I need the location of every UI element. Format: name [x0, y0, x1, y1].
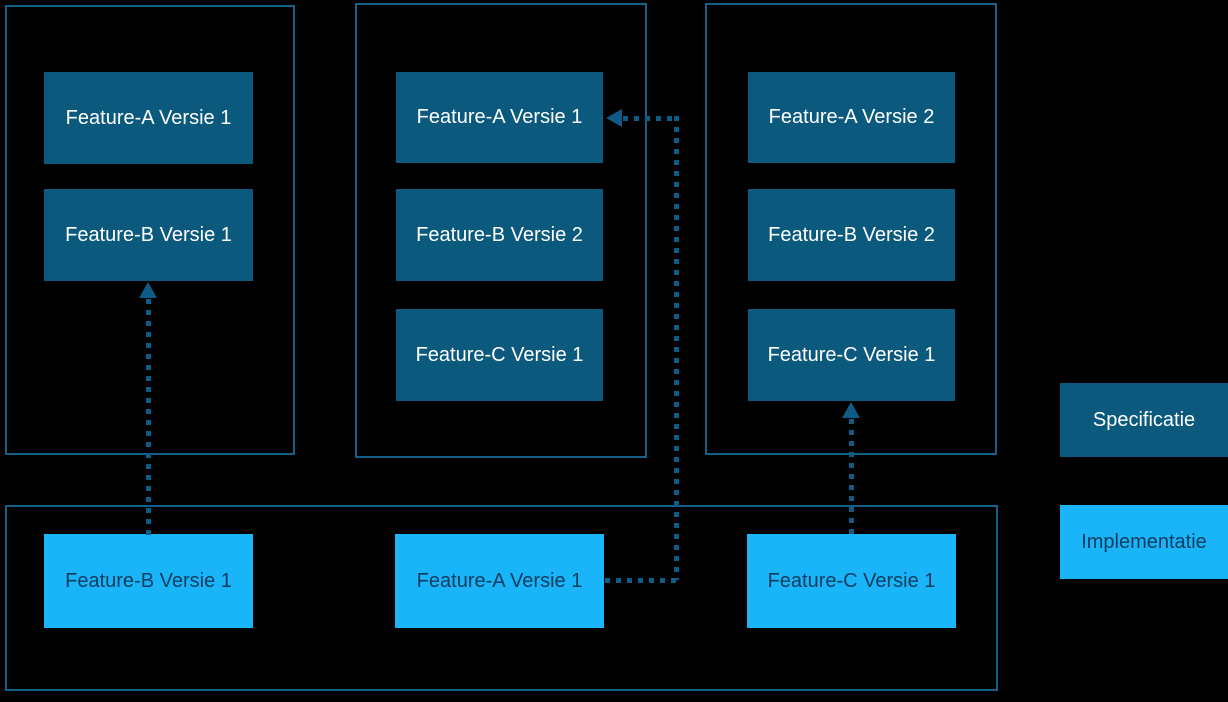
spec-box-label: Feature-B Versie 2 [416, 223, 583, 246]
legend-specification-label: Specificatie [1092, 408, 1196, 431]
arrow-up-icon [842, 402, 860, 418]
spec-box-feature-b-v2-mid: Feature-B Versie 2 [396, 189, 603, 281]
impl-box-feature-b-v1: Feature-B Versie 1 [44, 534, 253, 628]
spec-box-label: Feature-A Versie 1 [65, 106, 232, 129]
arrow-impl-c1-to-spec-c1-line [849, 419, 854, 536]
legend-specification: Specificatie [1060, 383, 1228, 457]
arrow-impl-a1-top-segment [623, 116, 679, 121]
container-release-2 [355, 3, 647, 458]
impl-box-label: Feature-C Versie 1 [767, 569, 936, 592]
spec-box-feature-a-v2-right: Feature-A Versie 2 [748, 72, 955, 163]
impl-box-label: Feature-B Versie 1 [65, 569, 232, 592]
spec-box-label: Feature-B Versie 2 [768, 223, 935, 246]
arrow-left-icon [606, 109, 622, 127]
spec-box-label: Feature-A Versie 2 [768, 106, 935, 128]
legend-implementation: Implementatie [1060, 505, 1228, 579]
spec-box-feature-b-v2-right: Feature-B Versie 2 [748, 189, 955, 281]
impl-box-label: Feature-A Versie 1 [416, 569, 583, 592]
spec-box-feature-b-v1-left: Feature-B Versie 1 [44, 189, 253, 281]
arrow-impl-a1-bottom-segment [605, 578, 680, 583]
spec-box-label: Feature-A Versie 1 [416, 106, 583, 128]
spec-box-feature-a-v1-left: Feature-A Versie 1 [44, 72, 253, 164]
spec-box-label: Feature-C Versie 1 [767, 343, 936, 366]
spec-box-label: Feature-C Versie 1 [415, 343, 584, 366]
spec-box-feature-a-v1-mid: Feature-A Versie 1 [396, 72, 603, 163]
legend-implementation-label: Implementatie [1081, 530, 1207, 553]
impl-box-feature-c-v1: Feature-C Versie 1 [747, 534, 956, 628]
arrow-impl-a1-vertical-segment [674, 116, 679, 580]
spec-box-feature-c-v1-right: Feature-C Versie 1 [748, 309, 955, 401]
arrow-up-icon [139, 282, 157, 298]
container-implementation [5, 505, 998, 691]
impl-box-feature-a-v1: Feature-A Versie 1 [395, 534, 604, 628]
spec-box-feature-c-v1-mid: Feature-C Versie 1 [396, 309, 603, 401]
arrow-impl-b1-to-spec-b1-line [146, 299, 151, 536]
spec-box-label: Feature-B Versie 1 [65, 223, 232, 246]
